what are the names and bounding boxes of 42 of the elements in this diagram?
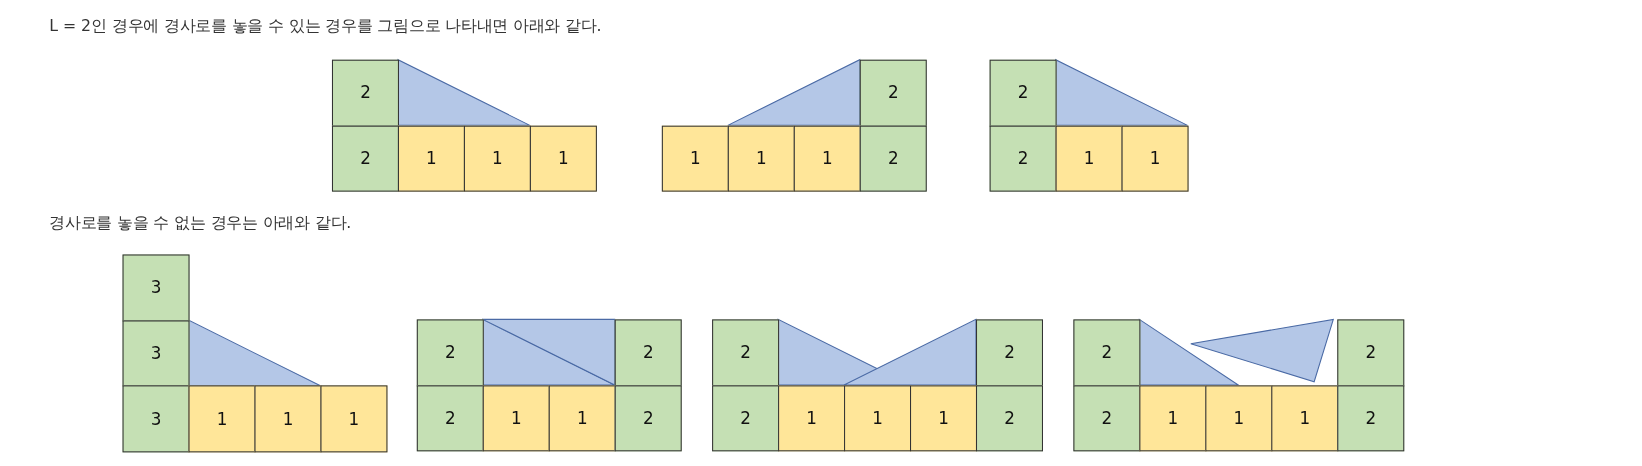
height-block: 1 [844, 385, 912, 452]
height-block: 2 [1073, 385, 1141, 452]
height-block: 2 [976, 385, 1043, 452]
height-block: 3 [122, 254, 190, 322]
height-block: 1 [254, 385, 322, 453]
height-block: 2 [614, 385, 682, 452]
height-block: 1 [778, 385, 846, 452]
height-block: 1 [463, 125, 531, 193]
height-block: 1 [320, 385, 388, 453]
height-block: 2 [976, 319, 1043, 387]
height-block: 2 [614, 319, 682, 387]
height-block: 1 [1205, 385, 1273, 452]
height-block: 3 [122, 320, 190, 387]
height-block: 2 [712, 319, 780, 387]
height-block: 1 [188, 385, 256, 453]
height-block: 2 [331, 125, 399, 193]
height-block: 1 [910, 385, 978, 452]
height-block: 1 [1055, 125, 1123, 193]
height-block: 1 [397, 125, 465, 193]
height-block: 1 [661, 125, 729, 193]
height-block: 2 [989, 125, 1057, 193]
height-block: 1 [548, 385, 616, 452]
height-block: 1 [727, 125, 795, 193]
instruction-text: 경사로를 놓을 수 없는 경우는 아래와 같다. [49, 213, 352, 234]
height-block: 2 [416, 319, 484, 387]
height-block: 2 [1337, 319, 1405, 387]
height-block: 3 [122, 385, 190, 453]
height-block: 1 [793, 125, 861, 193]
height-block: 1 [1121, 125, 1189, 193]
height-block: 2 [331, 59, 399, 127]
height-block: 2 [1337, 385, 1405, 452]
height-block: 1 [529, 125, 597, 193]
height-block: 1 [1271, 385, 1339, 452]
height-block: 1 [482, 385, 550, 452]
height-block: 2 [416, 385, 484, 452]
height-block: 2 [859, 125, 927, 193]
height-block: 1 [1139, 385, 1207, 452]
instruction-text: L = 2인 경우에 경사로를 놓을 수 있는 경우를 그림으로 나타내면 아래와 같다. [49, 16, 602, 37]
height-block: 2 [712, 385, 780, 452]
height-block: 2 [1073, 319, 1141, 387]
height-block: 2 [859, 59, 927, 127]
height-block: 2 [989, 59, 1057, 127]
